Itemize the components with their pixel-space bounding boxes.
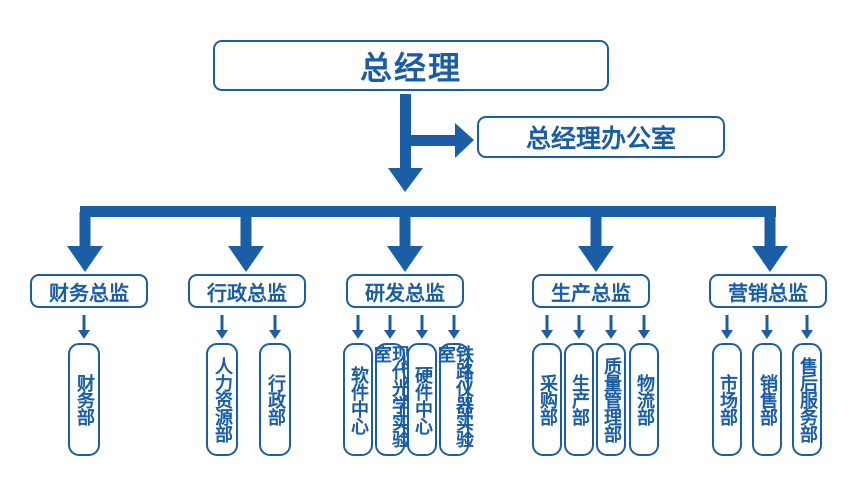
dept-connector-arrow bbox=[78, 330, 90, 339]
dept-connector-line bbox=[577, 315, 581, 332]
dept-label: 人力资源部 bbox=[212, 357, 233, 442]
dept-hardware-center: 硬件中心 bbox=[407, 343, 437, 456]
dept-connector-arrow bbox=[352, 330, 364, 339]
director-rnd: 研发总监 bbox=[346, 274, 464, 308]
dept-label: 行政部 bbox=[265, 374, 286, 425]
dept-connector-line bbox=[805, 315, 809, 332]
dept-hr: 人力资源部 bbox=[206, 343, 238, 456]
dept-admin: 行政部 bbox=[259, 343, 291, 456]
dept-connector-arrow bbox=[801, 330, 813, 339]
dept-label: 软件中心 bbox=[348, 365, 369, 434]
dept-after-sales: 售后服务部 bbox=[792, 343, 822, 456]
dept-procurement: 采购部 bbox=[532, 343, 562, 456]
dept-sales: 销售部 bbox=[752, 343, 782, 456]
director-connector-arrow bbox=[387, 246, 423, 272]
director-label: 研发总监 bbox=[365, 280, 445, 305]
dept-connector-arrow bbox=[541, 330, 553, 339]
dept-connector-arrow bbox=[721, 330, 733, 339]
director-connector-line bbox=[399, 212, 411, 248]
dept-railway-lab: 铁路仪器实验室 bbox=[435, 343, 474, 456]
director-connector-line bbox=[590, 212, 602, 248]
general-manager-box: 总经理 bbox=[213, 40, 609, 91]
dept-finance: 财务部 bbox=[68, 343, 100, 456]
dept-software-center: 软件中心 bbox=[343, 343, 373, 456]
director-label: 行政总监 bbox=[207, 280, 287, 305]
director-label: 营销总监 bbox=[728, 280, 808, 305]
dept-connector-arrow bbox=[448, 330, 460, 339]
dept-connector-arrow bbox=[416, 330, 428, 339]
dept-optics-lab: 现代光学实验室 bbox=[371, 343, 410, 456]
gm-office-label: 总经理办公室 bbox=[525, 124, 676, 153]
dept-connector-line bbox=[82, 315, 86, 332]
dept-production: 生产部 bbox=[564, 343, 594, 456]
dept-logistics: 物流部 bbox=[629, 343, 659, 456]
director-production: 生产总监 bbox=[532, 274, 650, 308]
dept-connector-line bbox=[725, 315, 729, 332]
dept-connector-line bbox=[545, 315, 549, 332]
dept-connector-arrow bbox=[269, 330, 281, 339]
director-label: 生产总监 bbox=[551, 280, 631, 305]
dept-label: 物流部 bbox=[634, 374, 655, 425]
dept-connector-arrow bbox=[638, 330, 650, 339]
dept-connector-line bbox=[388, 315, 392, 332]
dept-label: 铁路仪器实验室 bbox=[435, 345, 474, 447]
trunk-arrow bbox=[388, 168, 423, 192]
dept-connector-line bbox=[452, 315, 456, 332]
dept-connector-line bbox=[220, 315, 224, 332]
office-branch-arrow bbox=[455, 123, 474, 158]
dept-connector-arrow bbox=[761, 330, 773, 339]
dept-connector-line bbox=[420, 315, 424, 332]
dept-label: 质量管理部 bbox=[601, 357, 622, 442]
dept-connector-line bbox=[356, 315, 360, 332]
director-label: 财务总监 bbox=[49, 280, 129, 305]
dept-connector-line bbox=[273, 315, 277, 332]
director-connector-line bbox=[240, 212, 252, 248]
dept-quality: 质量管理部 bbox=[596, 343, 626, 456]
general-manager-label: 总经理 bbox=[359, 48, 462, 87]
dept-connector-arrow bbox=[384, 330, 396, 339]
bus-line bbox=[80, 206, 776, 217]
dept-connector-line bbox=[642, 315, 646, 332]
trunk-line bbox=[400, 94, 411, 169]
dept-market: 市场部 bbox=[712, 343, 742, 456]
dept-label: 财务部 bbox=[74, 374, 95, 425]
dept-connector-line bbox=[609, 315, 613, 332]
director-finance: 财务总监 bbox=[30, 274, 148, 308]
director-marketing: 营销总监 bbox=[709, 274, 827, 308]
dept-label: 市场部 bbox=[717, 374, 738, 425]
director-admin: 行政总监 bbox=[188, 274, 306, 308]
dept-label: 生产部 bbox=[569, 374, 590, 425]
gm-office-box: 总经理办公室 bbox=[477, 116, 725, 158]
office-branch-line bbox=[411, 135, 456, 146]
dept-label: 硬件中心 bbox=[412, 365, 433, 434]
director-connector-arrow bbox=[67, 246, 103, 272]
director-connector-arrow bbox=[752, 246, 788, 272]
director-connector-line bbox=[79, 212, 91, 248]
director-connector-arrow bbox=[228, 246, 264, 272]
dept-connector-arrow bbox=[573, 330, 585, 339]
director-connector-arrow bbox=[578, 246, 614, 272]
dept-connector-line bbox=[765, 315, 769, 332]
dept-connector-arrow bbox=[216, 330, 228, 339]
dept-label: 现代光学实验室 bbox=[371, 345, 410, 447]
dept-connector-arrow bbox=[605, 330, 617, 339]
director-connector-line bbox=[764, 212, 776, 248]
dept-label: 销售部 bbox=[757, 374, 778, 425]
dept-label: 采购部 bbox=[537, 374, 558, 425]
dept-label: 售后服务部 bbox=[797, 357, 818, 442]
